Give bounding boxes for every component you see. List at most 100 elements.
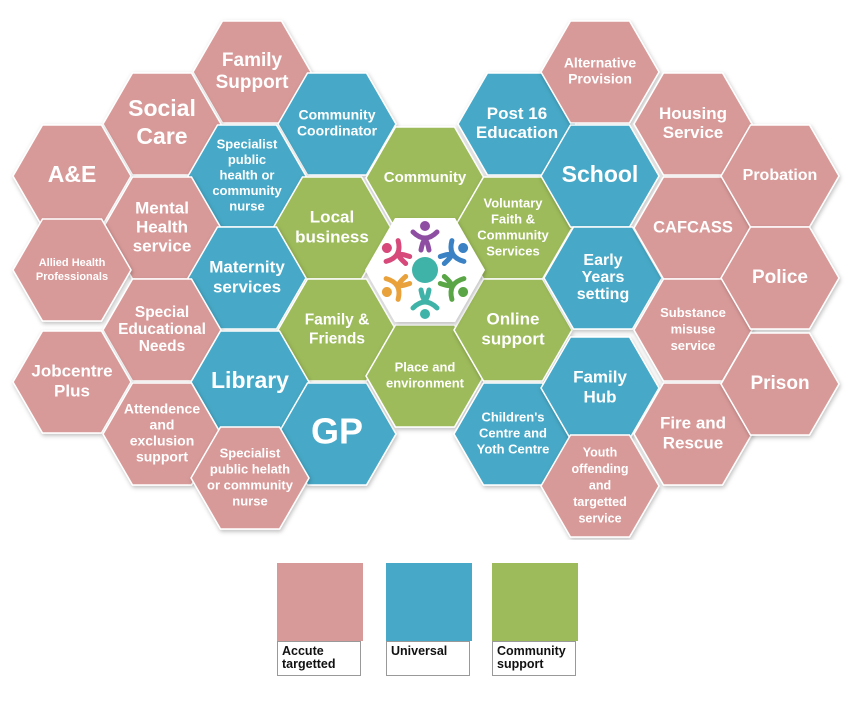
hexagon-jobcentre-plus-label: Plus — [54, 381, 90, 400]
hexagon-online-support-label: support — [481, 329, 545, 348]
hexagon-community-coordinator-label: Coordinator — [297, 123, 378, 139]
hexagon-police-label: Police — [752, 267, 808, 288]
hexagon-attendence-and-exclusion-support-label: and — [150, 417, 175, 433]
hexagon-substance-misuse-service-shape — [633, 278, 753, 382]
legend-swatch-universal — [386, 563, 472, 641]
hexagon-community-coordinator-label: Community — [299, 107, 376, 123]
hexagon-prison: Prison — [720, 332, 840, 436]
hexagon-post-16-education-label: Post 16 — [487, 104, 547, 123]
hexagon-substance-misuse-service-label: Substance — [660, 305, 726, 320]
legend-label-community: Community support — [492, 641, 576, 676]
hexagon-prison-shape — [720, 332, 840, 436]
hexagon-alternative-provision-label: Alternative — [564, 55, 637, 71]
hexagon-allied-health-professionals-shape — [12, 218, 132, 322]
legend-universal: Universal — [386, 563, 472, 678]
hexagon-special-educational-needs-label: Special — [135, 304, 189, 321]
hexagon-library-label: Library — [211, 367, 289, 393]
hexagon-community-label: Community — [384, 169, 467, 186]
hexagon-youth-offending-and-targetted-service-label: service — [578, 511, 621, 525]
hexagon-specialist-public-helath-or-community-nurse-label: nurse — [232, 493, 267, 508]
legend-community: Community support — [492, 563, 578, 678]
hexagon-place-and-environment-label: Place and — [395, 359, 456, 374]
hexagon-substance-misuse-service-label: misuse — [671, 321, 716, 336]
hexagon-youth-offending-and-targetted-service-shape — [540, 434, 660, 538]
hexagon-specialist-public-health-or-community-nurse-label: public — [228, 152, 266, 167]
hexagon-allied-health-professionals-label: Professionals — [36, 271, 108, 283]
hexagon-community-coordinator-shape — [277, 72, 397, 176]
hexagon-youth-offending-and-targetted-service-label: and — [589, 478, 611, 492]
hexagon-diagram: FamilySupportSocialCareCommunityCoordina… — [12, 20, 840, 538]
hexagon-voluntary-faith-community-services-label: Faith & — [491, 211, 535, 226]
hexagon-school-label: School — [562, 161, 639, 187]
hexagon-children-s-centre-and-yoth-centre-label: Yoth Centre — [477, 441, 550, 456]
hexagon-fire-and-rescue-label: Fire and — [660, 413, 726, 432]
legend-acute: Accute targetted — [277, 563, 363, 678]
hexagon-family-friends-label: Friends — [309, 331, 365, 348]
hexagon-place-and-environment-label: environment — [386, 375, 465, 390]
hexagon-housing-service-label: Housing — [659, 104, 727, 123]
hexagon-online-support-shape — [453, 278, 573, 382]
hexagon-a-e-label: A&E — [48, 161, 97, 187]
hexagon-gp-shape — [277, 382, 397, 486]
legend-swatch-acute — [277, 563, 363, 641]
hexagon-cafcass-label: CAFCASS — [653, 218, 733, 236]
legend-swatch-community — [492, 563, 578, 641]
hexagon-gp: GP — [277, 382, 397, 486]
hexagon-police: Police — [720, 226, 840, 330]
hexagon-jobcentre-plus-shape — [12, 330, 132, 434]
hexagon-attendence-and-exclusion-support-label: Attendence — [124, 401, 200, 417]
hexagon-family-support-label: Family — [222, 50, 283, 71]
legend-label-universal: Universal — [386, 641, 470, 676]
hexagon-alternative-provision-label: Provision — [568, 71, 632, 87]
hexagon-social-care-shape — [102, 72, 222, 176]
hexagon-early-years-setting-label: setting — [577, 286, 629, 303]
hexagon-family-support-label: Support — [216, 72, 289, 93]
hexagon-specialist-public-helath-or-community-nurse-shape — [190, 426, 310, 530]
hexagon-police-shape — [720, 226, 840, 330]
hexagon-early-years-setting-label: Years — [582, 269, 625, 286]
hexagon-voluntary-faith-community-services-label: Services — [486, 243, 540, 258]
hexagon-allied-health-professionals-label: Allied Health — [39, 257, 106, 269]
hexagon-post-16-education-shape — [457, 72, 577, 176]
hexagon-mental-health-service-label: Mental — [135, 198, 189, 217]
hexagon-library: Library — [190, 330, 310, 434]
hexagon-special-educational-needs-label: Educational — [118, 321, 206, 338]
hexagon-children-s-centre-and-yoth-centre-label: Centre and — [479, 425, 547, 440]
hexagon-post-16-education-label: Education — [476, 123, 558, 142]
hexagon-specialist-public-helath-or-community-nurse-label: public helath — [210, 461, 290, 476]
hexagon-specialist-public-helath-or-community-nurse-label: or community — [207, 477, 294, 492]
hexagon-jobcentre-plus-label: Jobcentre — [31, 361, 112, 380]
legend-label-acute: Accute targetted — [277, 641, 361, 676]
hexagon-specialist-public-health-or-community-nurse-label: community — [212, 183, 282, 198]
hexagon-social-care-label: Social — [128, 95, 196, 121]
hexagon-probation-label: Probation — [743, 167, 818, 184]
hexagon-mental-health-service-label: service — [133, 236, 192, 255]
hexagon-local-business-label: business — [295, 227, 369, 246]
hexagon-special-educational-needs-label: Needs — [139, 338, 186, 355]
hexagon-maternity-services-label: Maternity — [209, 257, 285, 276]
hexagon-attendence-and-exclusion-support-label: support — [136, 449, 188, 465]
hexagon-substance-misuse-service-label: service — [671, 338, 716, 353]
hexagon-gp-label: GP — [311, 411, 363, 452]
hexagon-fire-and-rescue-label: Rescue — [663, 433, 723, 452]
hexagon-specialist-public-health-or-community-nurse-label: health or — [220, 167, 275, 182]
hexagon-specialist-public-health-or-community-nurse-label: Specialist — [217, 136, 278, 151]
hexagon-family-hub-label: Hub — [583, 387, 616, 406]
hexagon-family-friends-label: Family & — [305, 312, 370, 329]
hexagon-school: School — [540, 124, 660, 228]
